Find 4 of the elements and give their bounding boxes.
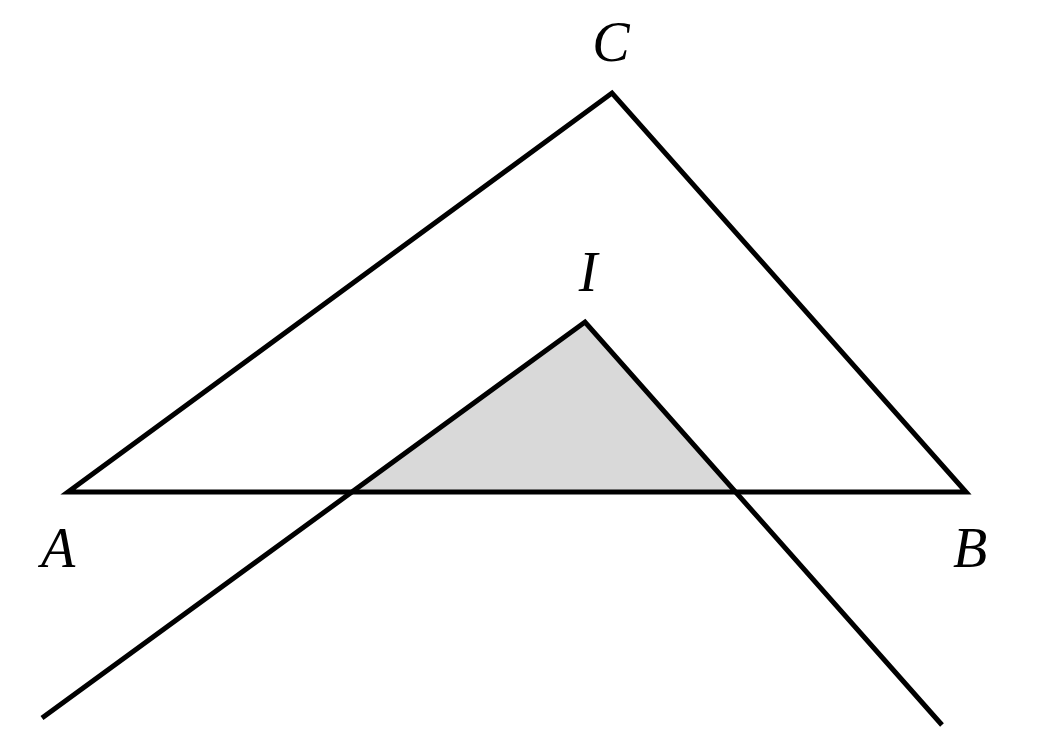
- point-label: C: [592, 14, 630, 70]
- point-label: B: [952, 520, 988, 576]
- point-label: I: [578, 244, 598, 300]
- point-label: A: [40, 520, 76, 576]
